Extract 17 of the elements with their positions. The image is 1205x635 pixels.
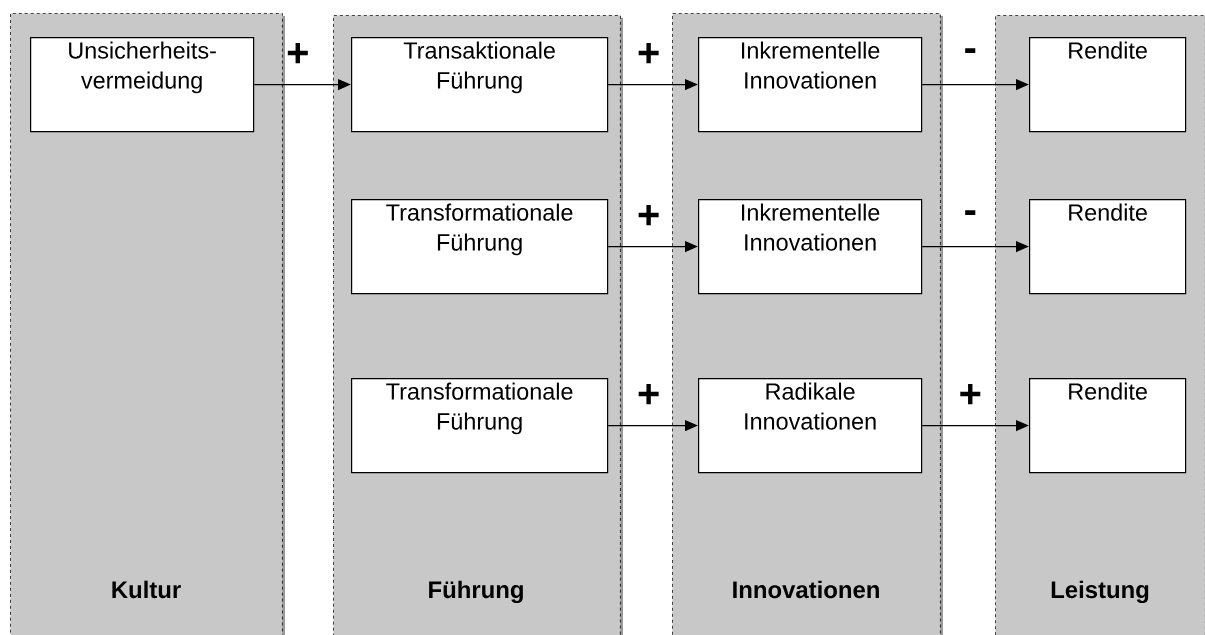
edge-label: +	[638, 204, 659, 226]
edge-label: -	[965, 48, 976, 53]
concept-box: Transaktionale Führung	[351, 37, 609, 133]
concept-box: Transformationale Führung	[351, 199, 609, 295]
concept-box: Radikale Innovationen	[698, 378, 923, 474]
edge-label: +	[960, 383, 981, 405]
edge-label: -	[965, 210, 976, 215]
concept-box: Rendite	[1029, 199, 1187, 295]
concept-box: Transformationale Führung	[351, 378, 609, 474]
edge-label: +	[638, 383, 659, 405]
concept-box: Rendite	[1029, 37, 1187, 133]
concept-box: Rendite	[1029, 378, 1187, 474]
concept-box: Inkrementelle Innovationen	[698, 199, 923, 295]
concept-box: Unsicherheits- vermeidung	[30, 37, 255, 133]
edge-label: +	[638, 42, 659, 64]
edge-label: +	[287, 42, 308, 64]
concept-box: Inkrementelle Innovationen	[698, 37, 923, 133]
